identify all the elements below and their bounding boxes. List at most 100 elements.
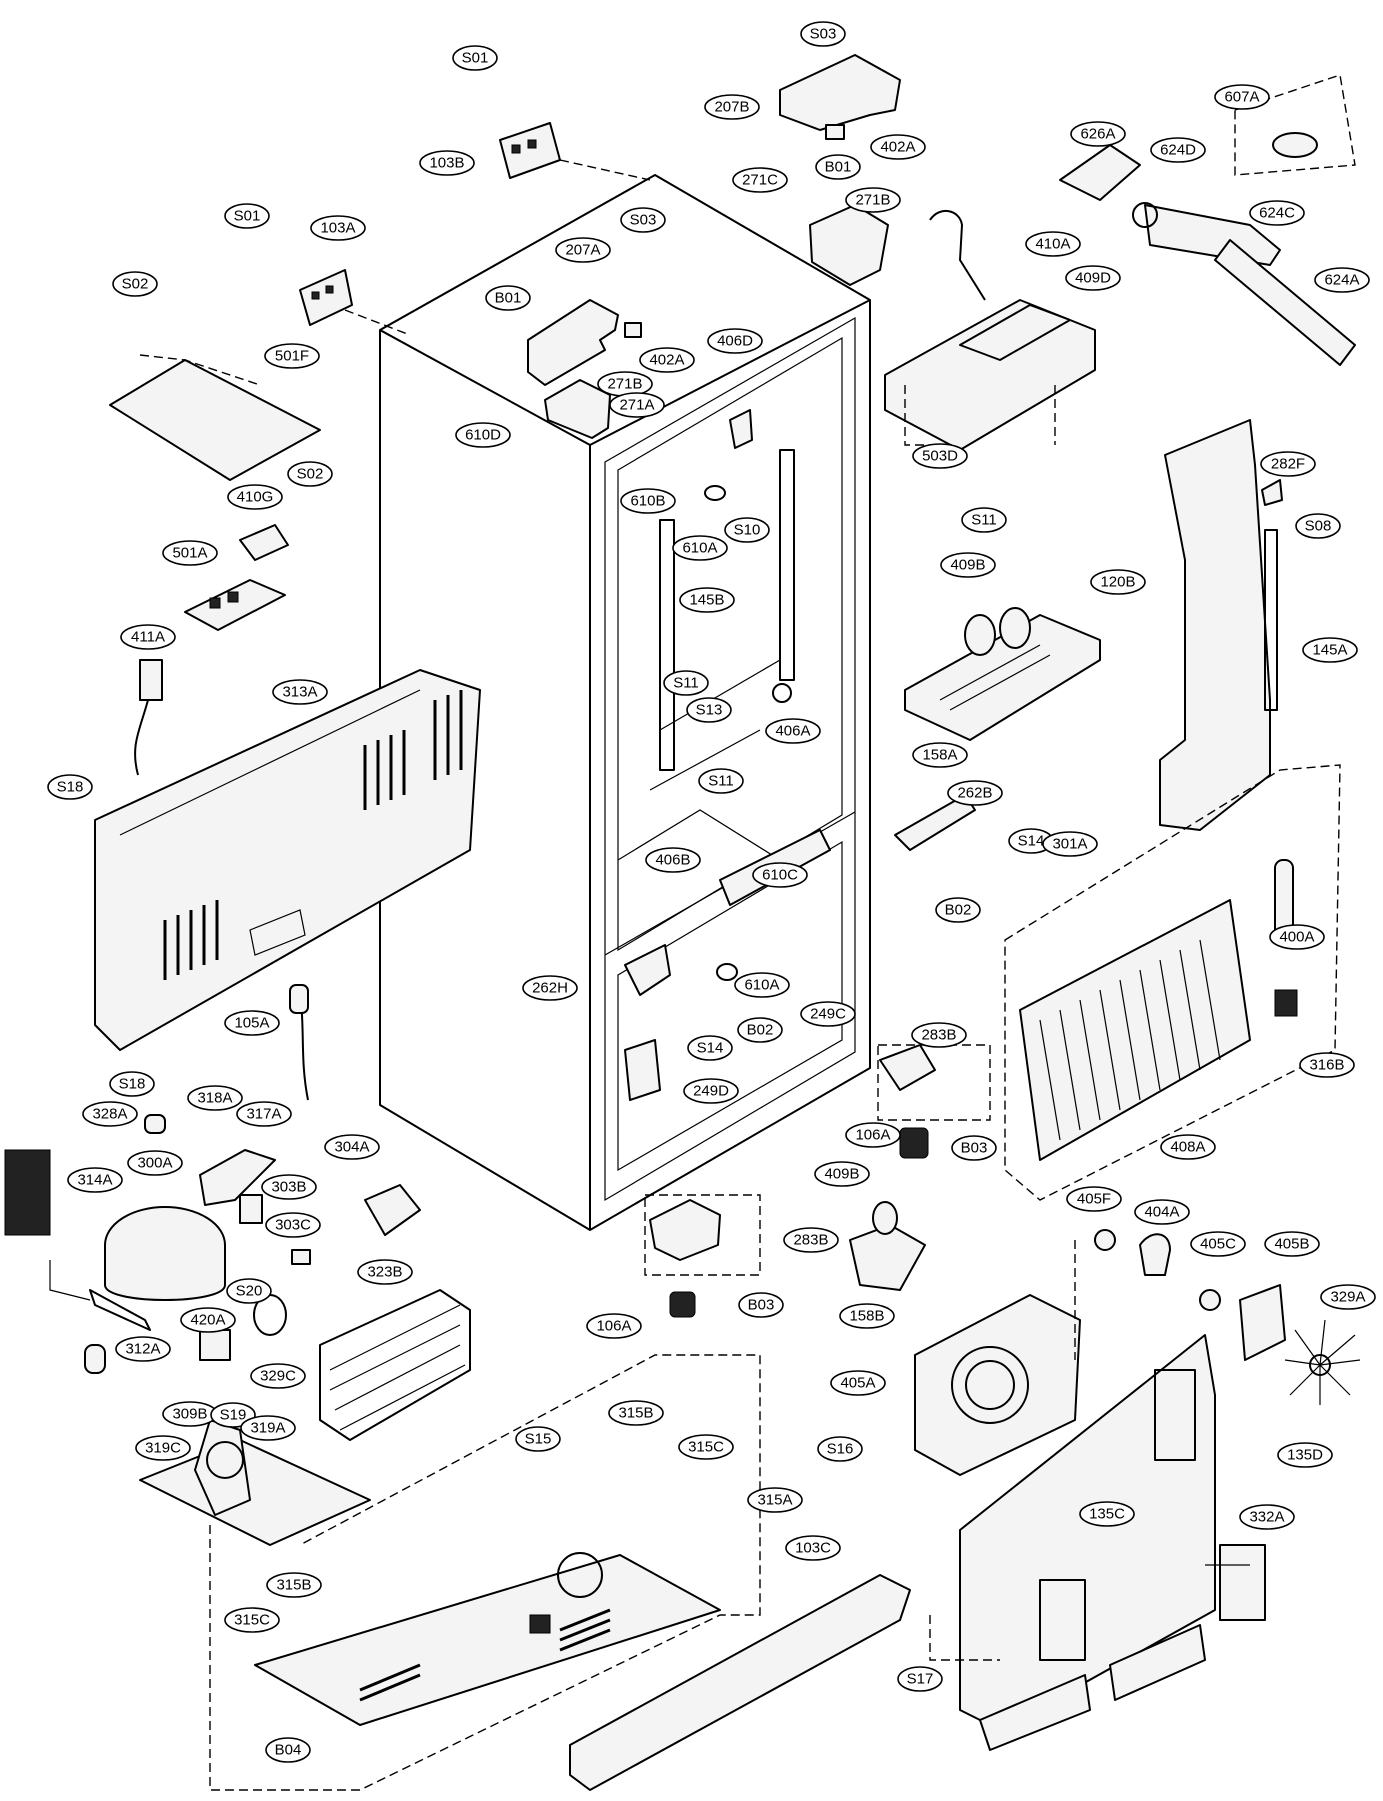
callout-text: S03 (810, 26, 837, 43)
callout-text: S15 (525, 1431, 552, 1448)
callout-409d: 409D (1065, 265, 1121, 291)
callout-271b-top: 271B (845, 187, 901, 213)
callout-text: 406D (717, 333, 753, 350)
callout-text: 409B (824, 1166, 859, 1183)
callout-ellipse (210, 1402, 256, 1428)
callout-text: 103A (320, 220, 355, 237)
callout-ellipse (951, 1135, 997, 1161)
callout-text: 303C (275, 1217, 311, 1234)
callout-ellipse (1299, 1052, 1355, 1078)
callout-207a: 207A (555, 237, 611, 263)
callout-ellipse (47, 774, 93, 800)
callout-610c: 610C (752, 862, 808, 888)
callout-ellipse (1066, 1186, 1122, 1212)
callout-405f: 405F (1066, 1186, 1122, 1212)
callout-ellipse (224, 1010, 280, 1036)
callout-405b: 405B (1264, 1231, 1320, 1257)
callout-text: 318A (197, 1090, 232, 1107)
callout-300a: 300A (127, 1150, 183, 1176)
callout-s18-top: S18 (47, 774, 93, 800)
kick-plate (569, 1574, 911, 1791)
callout-text: 106A (855, 1127, 890, 1144)
callout-ellipse (82, 1101, 138, 1127)
callout-text: B02 (747, 1022, 774, 1039)
callout-328a: 328A (82, 1101, 138, 1127)
callout-145b: 145B (679, 587, 735, 613)
callout-ellipse (817, 1436, 863, 1462)
callout-ellipse (1239, 1504, 1295, 1530)
callout-text: S20 (236, 1283, 263, 1300)
callout-text: 158A (922, 747, 957, 764)
callout-ellipse (912, 742, 968, 768)
callout-ellipse (686, 697, 732, 723)
callout-text: 400A (1279, 929, 1314, 946)
callout-text: 626A (1080, 126, 1115, 143)
callout-105a: 105A (224, 1010, 280, 1036)
callout-ellipse (1025, 231, 1081, 257)
callout-323b: 323B (357, 1259, 413, 1285)
callout-402a-top: 402A (870, 134, 926, 160)
callout-text: 402A (649, 352, 684, 369)
callout-s01: S01 (452, 45, 498, 71)
callout-text: S11 (708, 773, 734, 790)
callout-ellipse (265, 1737, 311, 1763)
callout-120b: 120B (1090, 569, 1146, 595)
callout-262h: 262H (522, 975, 578, 1001)
callout-text: 304A (334, 1139, 369, 1156)
callout-410g: 410G (227, 484, 283, 510)
callout-309b: 309B (162, 1401, 218, 1427)
callout-text: 271C (742, 172, 778, 189)
callout-ellipse (1320, 1284, 1376, 1310)
callout-ellipse (287, 461, 333, 487)
callout-405a: 405A (830, 1370, 886, 1396)
callout-text: 610A (682, 540, 717, 557)
callout-text: 105A (234, 1015, 269, 1032)
callout-ellipse (663, 670, 709, 696)
callout-s03-mid: S03 (620, 207, 666, 233)
callout-303b: 303B (261, 1174, 317, 1200)
callout-ellipse (1090, 569, 1146, 595)
callout-ellipse (830, 1370, 886, 1396)
callout-ellipse (272, 679, 328, 705)
callout-text: 319A (250, 1420, 285, 1437)
callout-315b-top: 315B (608, 1400, 664, 1426)
drain-pan-base (139, 1419, 371, 1546)
callout-text: 408A (1170, 1139, 1205, 1156)
callout-ellipse (608, 1400, 664, 1426)
callout-text: B04 (275, 1742, 302, 1759)
callout-ellipse (586, 1313, 642, 1339)
callout-ellipse (180, 1307, 236, 1333)
lamp-tray-lower (904, 607, 1101, 741)
callout-s11-top: S11 (961, 507, 1007, 533)
callout-ellipse (112, 271, 158, 297)
evaporator-cover (1159, 419, 1283, 831)
callout-text: S14 (697, 1040, 724, 1057)
callout-315c-low: 315C (224, 1607, 280, 1633)
misc-small-parts (4, 409, 991, 1361)
callout-ellipse (687, 1035, 733, 1061)
callout-ellipse (747, 1487, 803, 1513)
callout-text: 315C (234, 1612, 270, 1629)
callout-s11-low: S11 (698, 768, 744, 794)
callout-ellipse (912, 443, 968, 469)
callout-text: 406B (655, 852, 690, 869)
callout-402a-mid: 402A (639, 347, 695, 373)
callout-610d: 610D (455, 422, 511, 448)
callout-ellipse (1295, 513, 1341, 539)
callout-ellipse (264, 343, 320, 369)
callout-text: 249C (810, 1006, 846, 1023)
callout-text: 610D (465, 427, 501, 444)
callout-135c: 135C (1079, 1501, 1135, 1527)
callout-text: 135C (1089, 1506, 1125, 1523)
callout-b01-mid: B01 (485, 285, 531, 311)
callout-ellipse (452, 45, 498, 71)
callout-610a-top: 610A (672, 535, 728, 561)
callout-ellipse (187, 1085, 243, 1111)
callout-319c: 319C (135, 1435, 191, 1461)
callout-ellipse (698, 768, 744, 794)
callout-ellipse (515, 1426, 561, 1452)
callout-303c: 303C (265, 1212, 321, 1238)
lamp-cover-top (884, 210, 1096, 451)
compressor (49, 1206, 226, 1374)
callout-ellipse (1065, 265, 1121, 291)
